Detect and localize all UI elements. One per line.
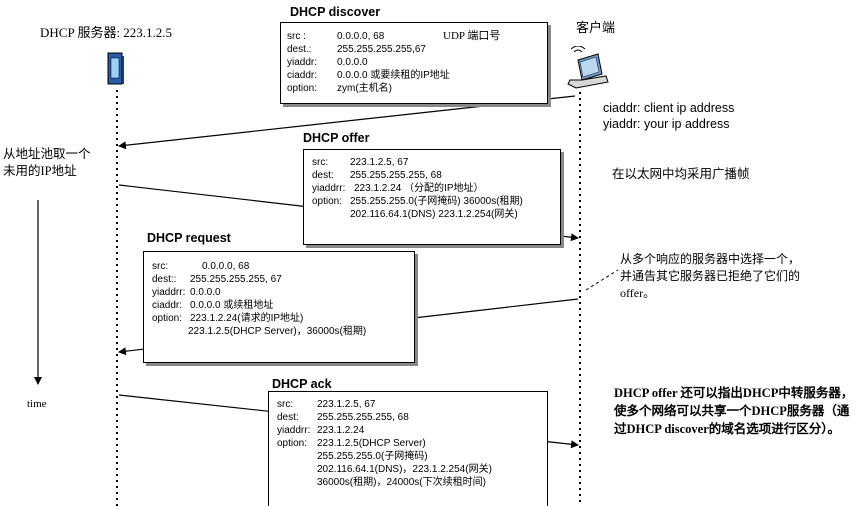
left-note: 从地址池取一个 未用的IP地址	[3, 146, 91, 180]
request-val: 0.0.0.0, 68	[202, 261, 250, 272]
offer-val: 223.1.2.5, 67	[350, 157, 409, 168]
discover-key: option:	[287, 83, 318, 94]
ack-title: DHCP ack	[272, 377, 332, 391]
offer-val: 255.255.255.0(子网掩码) 36000s(租期)	[350, 196, 523, 207]
request-key: dest::	[152, 274, 177, 285]
relay-note-line2: 使多个网络可以共享一个DHCP服务器（通	[614, 404, 850, 418]
offer-key: dest:	[312, 170, 334, 181]
ack-val: 255.255.255.255, 68	[317, 412, 409, 423]
choose-note-line1: 从多个响应的服务器中选择一个，	[620, 252, 801, 266]
request-val: 0.0.0.0 或续租地址	[190, 300, 274, 311]
choose-leader	[585, 269, 619, 291]
ack-val: 36000s(租期)，24000s(下次续租时间)	[317, 477, 486, 488]
discover-val: 0.0.0.0 或要续租的IP地址	[337, 70, 450, 81]
ack-val: 202.116.64.1(DNS)，223.1.2.254(网关)	[317, 464, 492, 475]
offer-title: DHCP offer	[303, 131, 370, 145]
request-val: 223.1.2.24(请求的IP地址)	[190, 313, 304, 324]
udp-port-note: UDP 端口号	[443, 30, 501, 42]
ack-key: src:	[277, 399, 294, 410]
ack-box: src: 223.1.2.5, 67 dest: 255.255.255.255…	[268, 391, 548, 506]
discover-val: 0.0.0.0	[337, 57, 368, 68]
discover-key: ciaddr:	[287, 70, 318, 81]
offer-val: 223.1.2.24 （分配的IP地址）	[354, 183, 484, 194]
discover-key: src :	[287, 31, 306, 42]
discover-arrow	[118, 95, 576, 150]
ack-val: 255.255.255.0(子网掩码)	[317, 451, 428, 462]
broadcast-note: 在以太网中均采用广播帧	[612, 167, 750, 181]
relay-note: DHCP offer 还可以指出DHCP中转服务器， 使多个网络可以共享一个DH…	[614, 384, 853, 438]
ack-val: 223.1.2.24	[317, 425, 365, 436]
choose-note-line2: 并通告其它服务器已拒绝了它们的	[620, 269, 801, 283]
choose-note-line3: offer。	[620, 286, 656, 300]
offer-val: 202.116.64.1(DNS) 223.1.2.254(网关)	[350, 209, 518, 220]
offer-box: src: 223.1.2.5, 67 dest: 255.255.255.255…	[303, 149, 561, 245]
left-note-line1: 从地址池取一个	[3, 147, 91, 161]
request-box: src: 0.0.0.0, 68 dest:: 255.255.255.255,…	[143, 251, 415, 363]
offer-key: src:	[312, 157, 329, 168]
request-val: 223.1.2.5(DHCP Server)，36000s(租期)	[188, 326, 367, 337]
ack-key: option:	[277, 438, 308, 449]
discover-val: zym(主机名)	[337, 83, 392, 94]
request-key: yiaddrr:	[152, 287, 186, 298]
relay-note-line3: 过DHCP discover的域名选项进行区分）。	[614, 422, 841, 436]
request-title: DHCP request	[147, 231, 231, 245]
discover-key: dest.:	[287, 44, 312, 55]
addr-definitions: ciaddr: client ip address yiaddr: your i…	[603, 100, 734, 132]
discover-val: 0.0.0.0, 68	[337, 31, 385, 42]
time-label: time	[27, 398, 47, 410]
yiaddr-definition: yiaddr: your ip address	[603, 117, 730, 131]
discover-box: src : 0.0.0.0, 68 dest.: 255.255.255.255…	[280, 22, 548, 104]
discover-title: DHCP discover	[290, 5, 381, 19]
offer-key: option:	[312, 196, 343, 207]
choose-note: 从多个响应的服务器中选择一个， 并通告其它服务器已拒绝了它们的 offer。	[620, 251, 800, 302]
request-key: src:	[152, 261, 169, 272]
discover-val: 255.255.255.255,67	[337, 44, 426, 55]
ack-key: yiaddrr:	[277, 425, 311, 436]
server-icon	[107, 52, 125, 86]
left-note-line2: 未用的IP地址	[3, 164, 77, 178]
ack-key: dest:	[277, 412, 299, 423]
client-label: 客户端	[576, 20, 616, 35]
offer-key: yiaddrr:	[312, 183, 346, 194]
request-key: ciaddr:	[152, 300, 183, 311]
ciaddr-definition: ciaddr: client ip address	[603, 101, 735, 115]
request-key: option:	[152, 313, 183, 324]
request-val: 0.0.0.0	[190, 287, 221, 298]
offer-val: 255.255.255.255, 68	[350, 170, 442, 181]
discover-key: yiaddr:	[287, 57, 318, 68]
laptop-icon	[566, 45, 610, 92]
ack-val: 223.1.2.5, 67	[317, 399, 376, 410]
server-label: DHCP 服务器: 223.1.2.5	[40, 25, 173, 40]
relay-note-line1: DHCP offer 还可以指出DHCP中转服务器，	[614, 386, 854, 400]
request-val: 255.255.255.255, 67	[190, 274, 282, 285]
ack-val: 223.1.2.5(DHCP Server)	[317, 438, 426, 449]
